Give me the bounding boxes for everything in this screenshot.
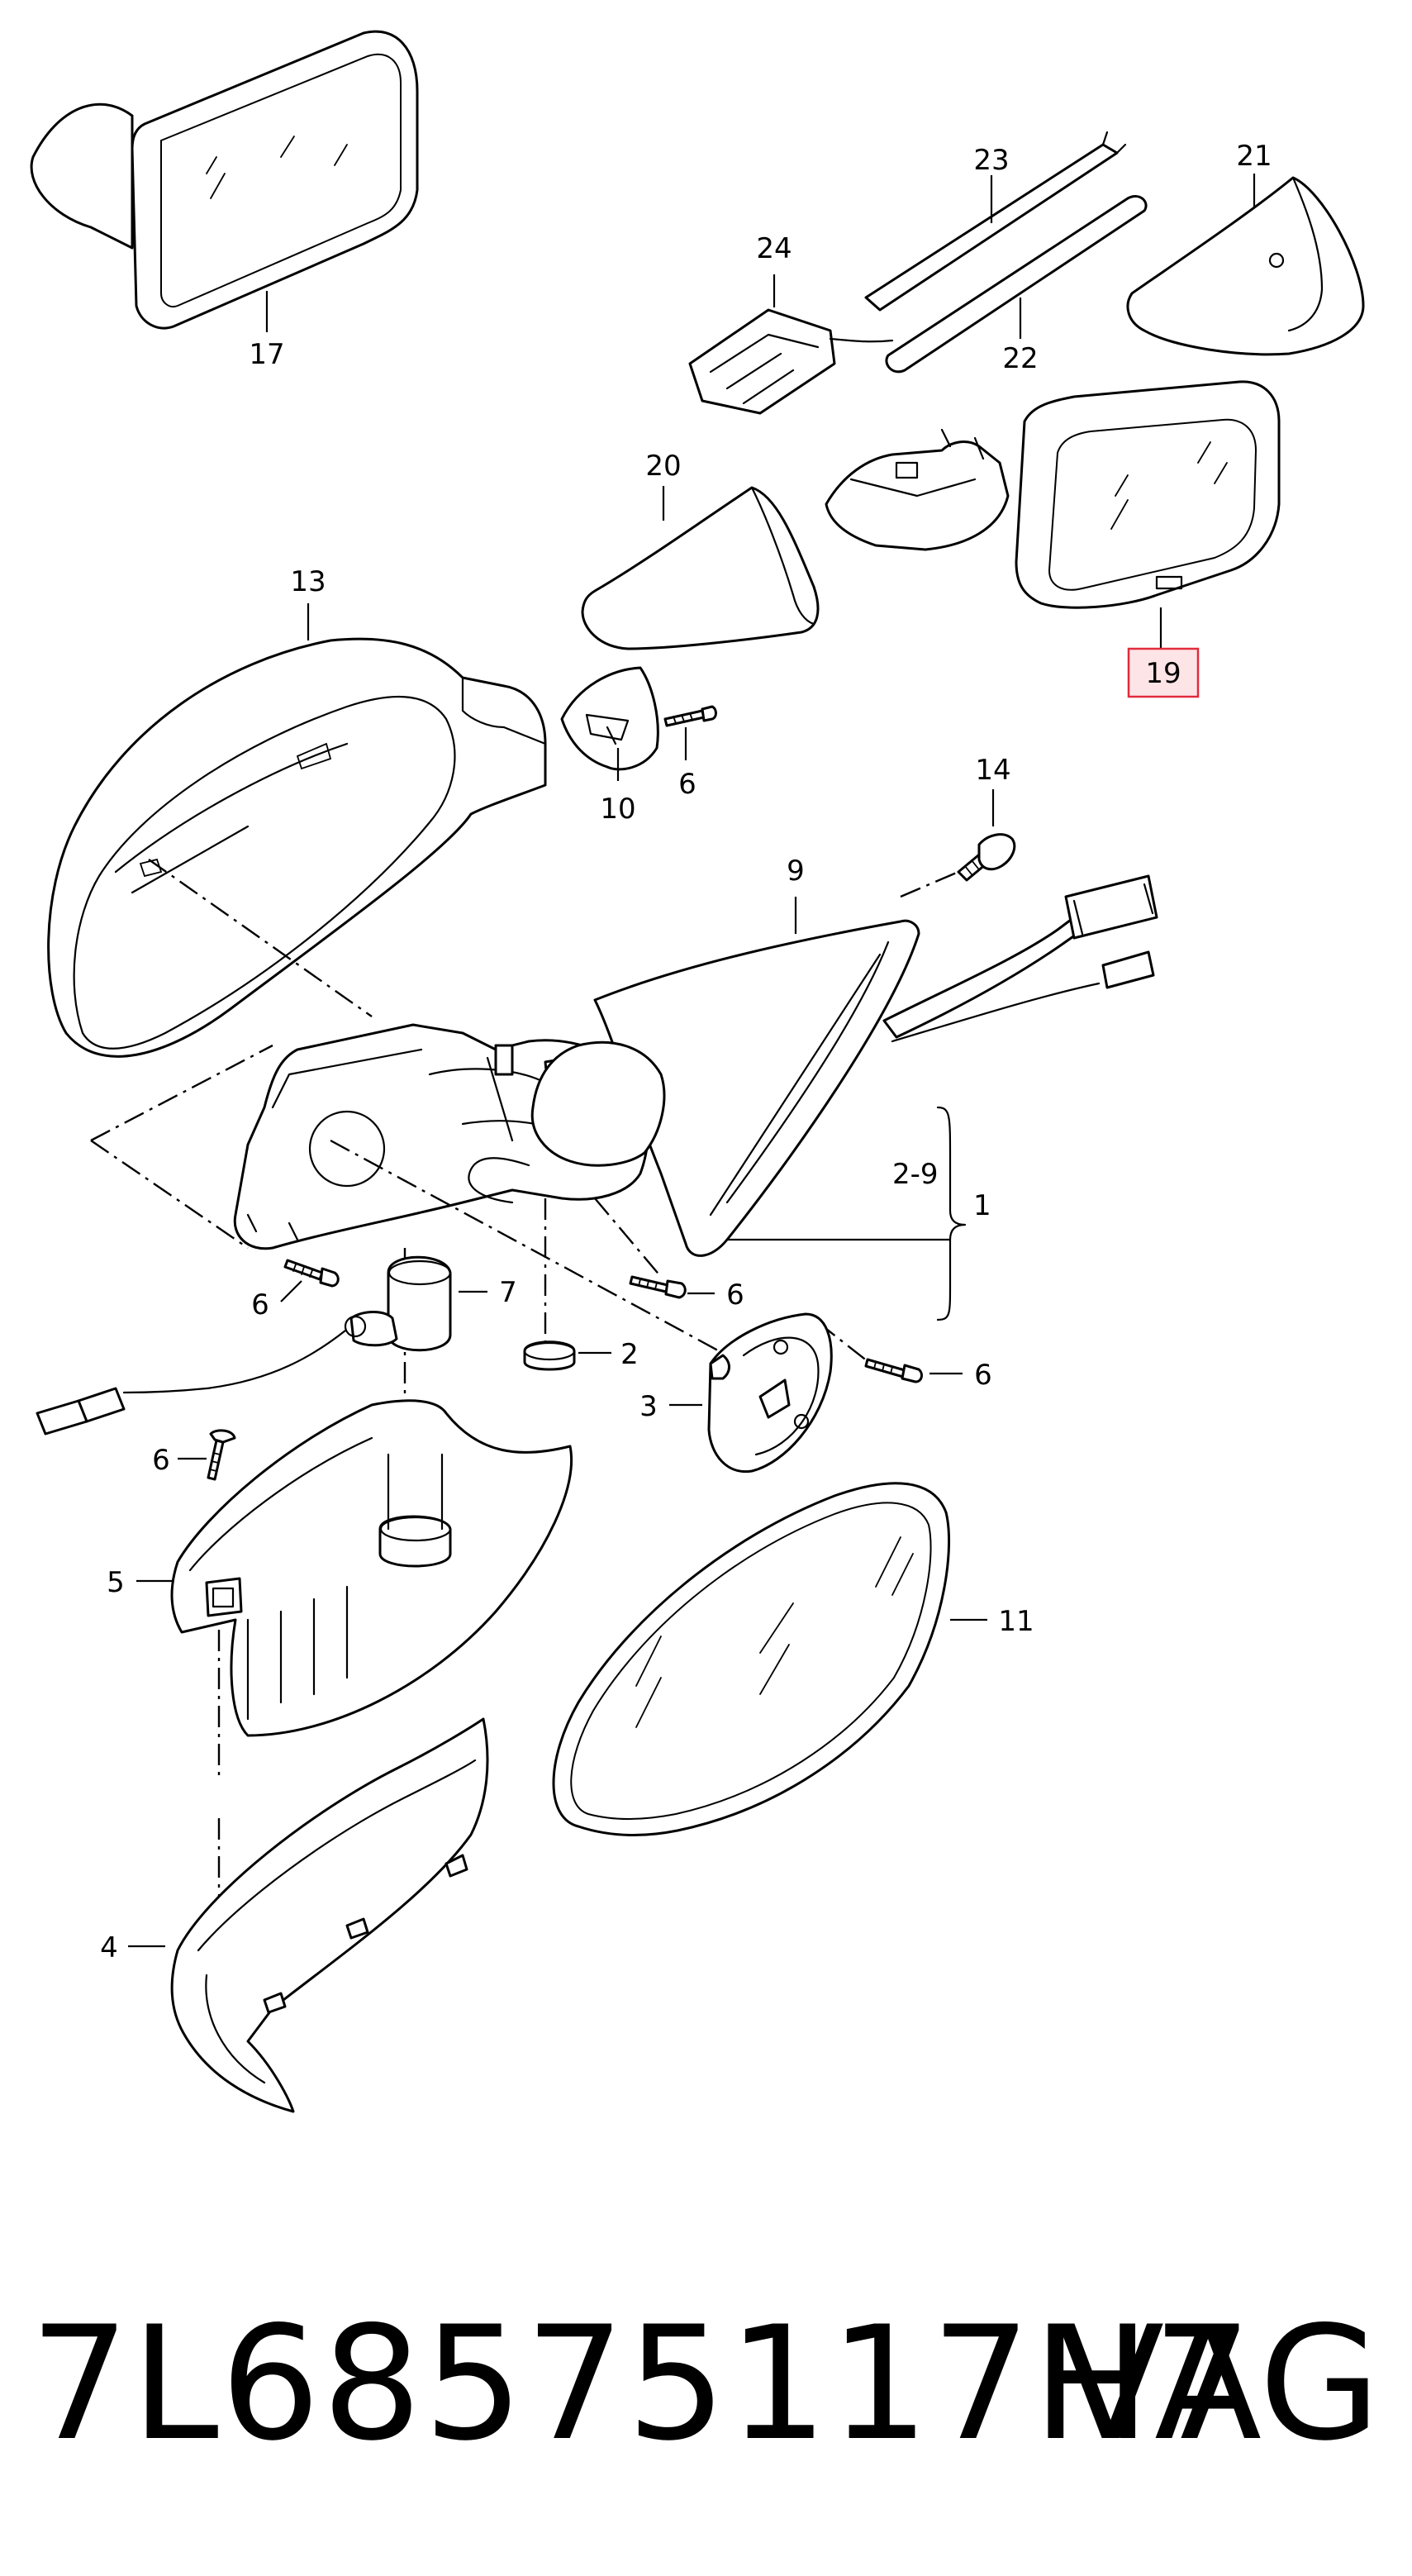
bracket-1	[727, 1106, 967, 1321]
part-4-mirror-cap	[170, 1717, 489, 2113]
screw-6b	[283, 1259, 340, 1288]
callout-6d: 6	[974, 1359, 992, 1392]
brand-name: VAG	[1057, 2293, 1381, 2475]
callout-20: 20	[645, 450, 681, 483]
screw-6d	[864, 1358, 923, 1383]
callout-21: 21	[1236, 140, 1272, 173]
part-2-cap	[523, 1340, 576, 1371]
callout-6e: 6	[152, 1444, 170, 1477]
callout-23: 23	[973, 144, 1009, 177]
callout-22: 22	[1002, 342, 1038, 375]
part-14-screw	[957, 833, 1016, 882]
part-24-connector	[688, 308, 894, 415]
callout-14: 14	[975, 754, 1010, 787]
callout-6b: 6	[251, 1288, 269, 1321]
screw-6e	[207, 1429, 236, 1481]
callout-19-highlight	[1127, 647, 1200, 698]
callout-13: 13	[290, 565, 326, 598]
part-number: 7L68575117H7	[30, 2293, 1254, 2475]
callout-4: 4	[100, 1931, 118, 1964]
callout-5: 5	[107, 1566, 125, 1599]
callout-19: 19	[1145, 657, 1181, 690]
callout-6a: 6	[678, 768, 696, 801]
part-7-adjustment-motor	[36, 1255, 452, 1436]
part-11-mirror-glass	[552, 1482, 950, 1836]
part-17-mirror-complete	[30, 30, 419, 330]
callout-17: 17	[249, 338, 284, 371]
part-13-mirror-housing	[47, 637, 547, 1058]
callout-24: 24	[756, 232, 792, 265]
part-21-cover	[1126, 176, 1365, 356]
screw-6a	[663, 705, 717, 727]
part-22-cable-strip	[885, 195, 1148, 374]
part-23-cable-strip	[864, 131, 1127, 312]
part-3-adjustment-plate	[707, 1312, 833, 1474]
exploded-parts-diagram: 17 23 22 24 21 19	[30, 30, 1365, 2113]
part-19-bracket	[825, 428, 1010, 551]
callout-2-9: 2-9	[892, 1158, 939, 1191]
part-20-cover	[581, 486, 820, 650]
callout-10: 10	[600, 793, 635, 826]
part-19-mirror-unit	[1015, 380, 1281, 609]
callout-9: 9	[787, 855, 805, 888]
callout-7: 7	[499, 1276, 517, 1309]
callout-2: 2	[620, 1338, 639, 1371]
callout-3: 3	[639, 1390, 658, 1423]
part-9-mirror-base	[593, 874, 1158, 1257]
part-5-mirror-housing-inner	[170, 1399, 573, 1737]
callout-11: 11	[998, 1605, 1034, 1638]
callout-6c: 6	[726, 1278, 744, 1312]
mirror-frame-assembly	[233, 1023, 666, 1250]
callout-1: 1	[973, 1189, 991, 1222]
part-10-clip	[560, 666, 659, 771]
screw-6c	[629, 1275, 687, 1299]
